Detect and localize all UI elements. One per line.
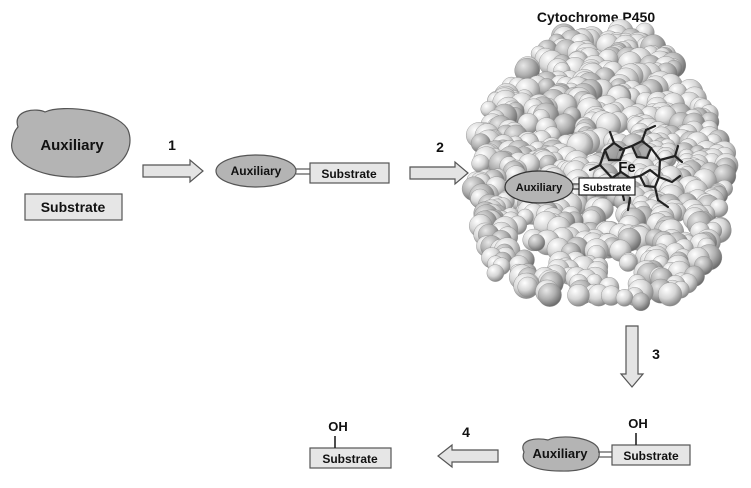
heme-ring-1 <box>603 141 626 162</box>
auxiliary-label-1: Auxiliary <box>40 137 104 154</box>
substrate-box-2 <box>309 162 390 184</box>
step-3-arrow: 3 <box>619 325 660 388</box>
step-3-number: 3 <box>652 346 660 362</box>
heme-ring-2 <box>630 139 653 160</box>
hydroxyl-label-3: OH <box>628 416 648 431</box>
protein-atom-sphere <box>537 282 562 307</box>
protein-atom-sphere <box>631 292 651 311</box>
step-1-number: 1 <box>168 137 176 153</box>
substrate-label-4: Substrate <box>322 452 378 466</box>
substrate-label-3: Substrate <box>623 449 679 463</box>
hydroxylated-substrate: Substrate OH <box>309 419 392 469</box>
step-2-number: 2 <box>436 139 444 155</box>
hydroxylated-conjugate: Auxiliary Substrate OH <box>522 416 691 472</box>
protein-atom-sphere <box>528 234 546 252</box>
substrate-box-bound <box>578 177 636 196</box>
step-4-number: 4 <box>462 424 470 440</box>
auxiliary-label-bound: Auxiliary <box>516 182 563 194</box>
heme-ring-4 <box>638 168 661 189</box>
separate-components: Auxiliary Substrate <box>11 107 131 221</box>
step-2-arrow: 2 <box>409 139 469 186</box>
auxiliary-blob-large <box>11 107 131 178</box>
auxiliary-label-3: Auxiliary <box>533 446 589 461</box>
step-4-arrow: 4 <box>437 424 499 469</box>
substrate-box-4 <box>309 447 392 469</box>
step-1-arrow: 1 <box>142 137 204 184</box>
auxiliary-blob-3 <box>522 436 600 472</box>
protein-atom-sphere <box>619 253 638 272</box>
protein-atom-sphere <box>517 276 538 298</box>
substrate-label-2: Substrate <box>321 167 377 181</box>
substrate-box-1 <box>24 193 123 221</box>
auxiliary-substrate-conjugate: Auxiliary Substrate <box>215 154 390 188</box>
substrate-box-3 <box>611 444 691 466</box>
hydroxyl-label-4: OH <box>328 419 348 434</box>
substrate-label-1: Substrate <box>41 199 106 215</box>
protein-atom-sphere <box>486 264 505 282</box>
protein-atom-sphere <box>615 289 634 307</box>
title-cytochrome-p450: Cytochrome P450 <box>537 9 655 25</box>
auxiliary-ellipse-bound <box>504 170 574 204</box>
bound-conjugate: Auxiliary Substrate <box>504 170 636 204</box>
auxiliary-ellipse-2 <box>215 154 297 188</box>
protein-atom-sphere <box>567 284 590 307</box>
iron-label: Fe <box>618 159 636 176</box>
protein-atom-sphere <box>658 282 683 307</box>
auxiliary-label-2: Auxiliary <box>231 164 282 178</box>
substrate-label-bound: Substrate <box>583 182 632 194</box>
